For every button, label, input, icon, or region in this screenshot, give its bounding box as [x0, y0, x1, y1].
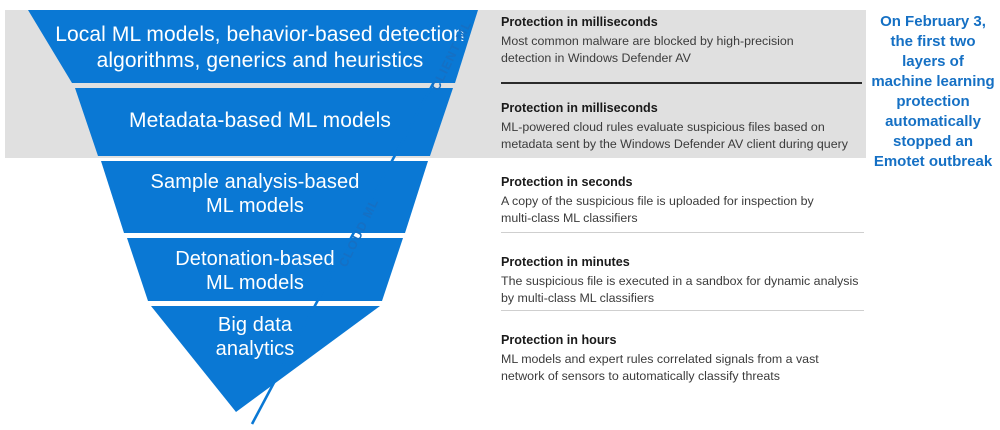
divider-seconds-minutes: [501, 232, 864, 233]
funnel-label-sample-analysis-ml: Sample analysis-based ML models: [150, 171, 360, 218]
step-item-minutes: Protection in minutes The suspicious fil…: [501, 254, 866, 308]
funnel-accent-line: [250, 17, 470, 425]
funnel-label-big-data: Big data analytics: [215, 314, 295, 361]
funnel-segment-big-data: [151, 306, 380, 412]
funnel-segment-detonation-ml: [127, 238, 403, 301]
step-title: Protection in hours: [501, 333, 617, 347]
step-title: Protection in milliseconds: [501, 15, 658, 29]
funnel-segment-sample-analysis-ml: [101, 161, 428, 233]
step-item-seconds: Protection in seconds A copy of the susp…: [501, 174, 866, 228]
step-item-hours: Protection in hours ML models and expert…: [501, 332, 866, 386]
divider-client-cloud: [501, 82, 862, 84]
step-item-ms-client: Protection in milliseconds Most common m…: [501, 14, 866, 68]
divider-minutes-hours: [501, 310, 864, 311]
step-title: Protection in milliseconds: [501, 101, 658, 115]
step-description: The suspicious file is executed in a san…: [501, 273, 859, 306]
step-description: A copy of the suspicious file is uploade…: [501, 193, 814, 226]
step-title: Protection in seconds: [501, 175, 633, 189]
funnel-segment-metadata-ml: [75, 88, 453, 156]
funnel-label-metadata-ml: Metadata-based ML models: [129, 109, 391, 132]
funnel-label-local-ml: Local ML models, behavior-based detectio…: [55, 23, 465, 72]
funnel-segment-local-ml: [28, 10, 478, 83]
funnel-label-detonation-ml: Detonation-based ML models: [175, 248, 335, 295]
step-description: Most common malware are blocked by high-…: [501, 33, 794, 66]
emotet-callout-text: On February 3, the first two layers of m…: [871, 13, 995, 170]
step-item-ms-cloud: Protection in milliseconds ML-powered cl…: [501, 100, 866, 154]
step-description: ML models and expert rules correlated si…: [501, 351, 819, 384]
step-description: ML-powered cloud rules evaluate suspicio…: [501, 119, 848, 152]
step-title: Protection in minutes: [501, 255, 630, 269]
